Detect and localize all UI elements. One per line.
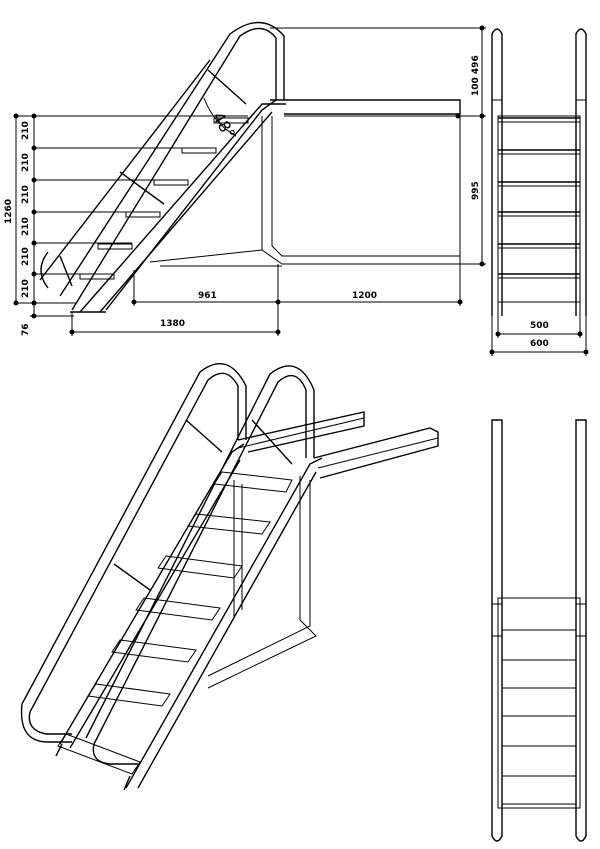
total-height-label: 1260 — [4, 199, 14, 224]
horizontal-label-2: 1200 — [352, 291, 377, 301]
rise-label-5: 210 — [21, 247, 31, 266]
rise-label-2: 210 — [21, 153, 31, 172]
rise-label-4: 210 — [21, 217, 31, 236]
rise-extension-lines — [16, 115, 248, 304]
bottom-offset-label: 76 — [21, 323, 31, 336]
iso-treads — [57, 471, 293, 775]
horizontal-label-1: 961 — [198, 291, 217, 301]
angle-arc — [203, 97, 237, 137]
inner-width-label: 500 — [530, 321, 549, 331]
front-treads — [498, 117, 580, 279]
isometric-view — [20, 363, 439, 791]
rise-dim-dots — [13, 113, 37, 319]
rear-view — [491, 419, 587, 842]
outer-width-label: 600 — [530, 339, 549, 349]
side-view: 210 210 210 210 210 210 1260 76 48° 961 … — [4, 21, 486, 336]
angle-label: 48° — [209, 109, 240, 143]
rise-label-3: 210 — [21, 185, 31, 204]
rear-treads — [502, 629, 576, 805]
rise-label-6: 210 — [21, 279, 31, 298]
top-dimension-label: 100 496 — [471, 55, 481, 96]
rise-label-1: 210 — [21, 121, 31, 140]
base-length-label: 1380 — [160, 319, 185, 329]
platform-height-label: 995 — [471, 181, 481, 200]
front-view: 500 600 — [489, 28, 589, 356]
